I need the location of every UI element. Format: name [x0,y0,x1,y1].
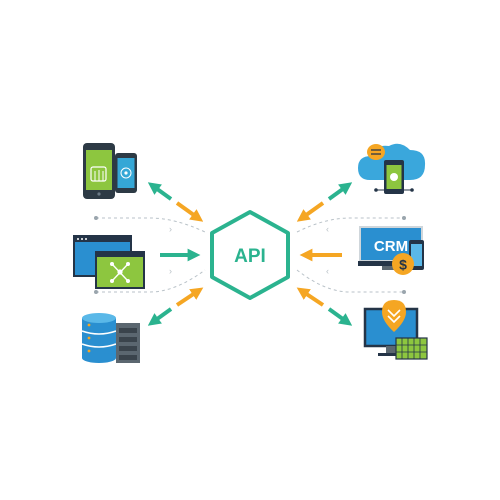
connector-dot [402,290,406,294]
crm-label: CRM [374,238,408,255]
dotted-connectors [96,217,404,293]
arrow-bottom-right-teal [327,307,353,326]
computer-location-pin-icon [363,300,428,360]
arrow-bottom-left-orange [175,287,204,307]
arrow-bottom-right-orange [296,287,325,307]
arrow-top-left-orange [175,201,204,222]
connector-top-left [96,217,206,233]
arrow-top-right-orange [296,201,325,222]
arrow-top-left-teal [147,182,173,201]
api-label: API [234,246,266,267]
api-hexagon: API [210,210,290,300]
connector-dot [94,290,98,294]
mobile-devices-icon [83,143,137,199]
connector-dot [402,216,406,220]
chevron-small: ‹ [326,266,329,276]
arrows-right [296,182,353,326]
arrow-top-right-teal [327,182,353,201]
dollar-icon: $ [399,257,407,273]
crm-monitor-dollar-icon: CRM $ [358,226,424,275]
chevron-small: › [169,224,172,234]
desktop-network-icon [73,235,145,289]
connector-bottom-right [296,269,404,293]
arrows-left [147,182,204,326]
connector-bottom-left [96,269,206,293]
connector-top-right [296,217,404,233]
database-server-icon [81,313,140,363]
arrow-bottom-left-teal [147,307,173,326]
connector-dot [94,216,98,220]
cloud-mobile-coins-icon [358,143,426,194]
chevron-small: › [169,266,172,276]
chevron-small: ‹ [326,224,329,234]
